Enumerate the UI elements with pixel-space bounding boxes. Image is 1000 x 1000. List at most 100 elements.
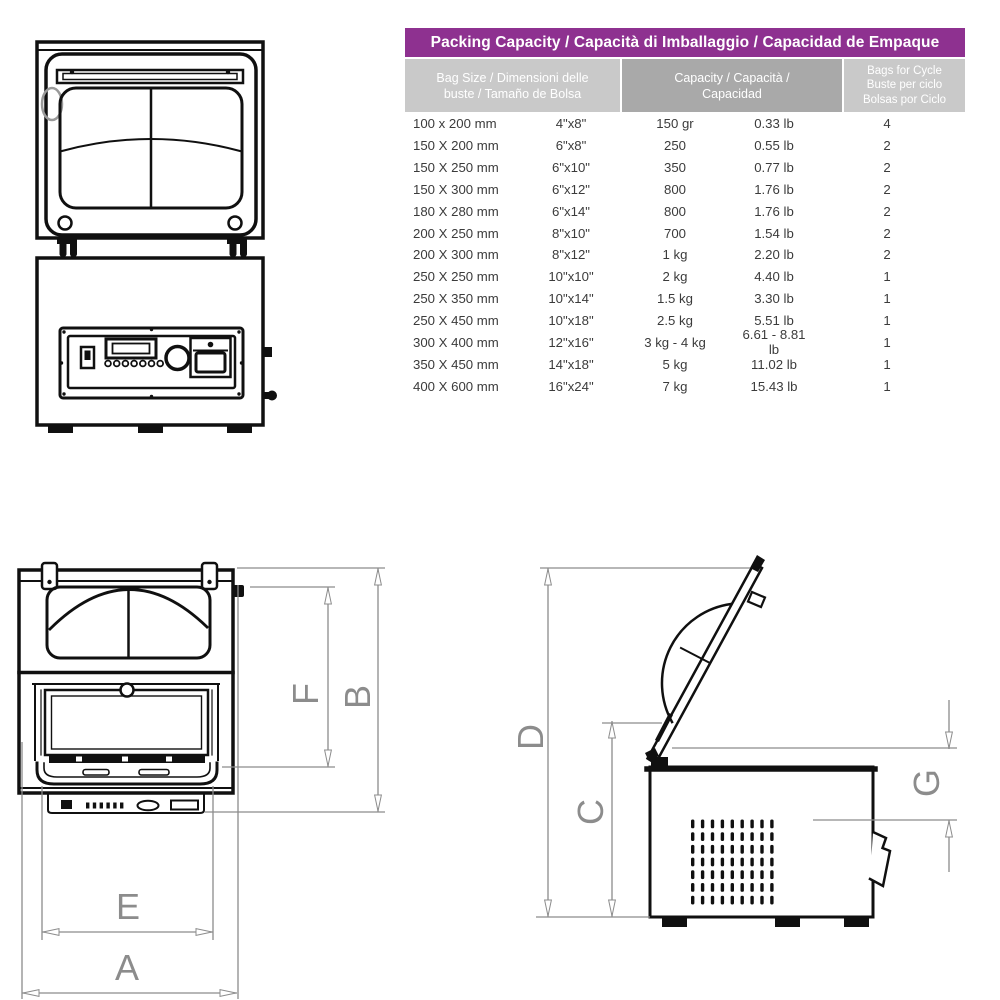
seal-bar-screw [69,69,75,75]
bag-size-inches: 10"x18" [548,313,594,329]
dimension-label-E: E [115,886,140,927]
bag-size-inches: 6"x10" [552,160,590,176]
bag-size-inches: 6"x12" [552,181,590,197]
capacity-metric: 700 [663,225,686,241]
bags-per-cycle: 2 [883,181,891,197]
capacity-metric: 1 kg [662,247,688,263]
table-row: 200 X 300 mm 8"x12" 1 kg 2.20 lb 2 [405,244,965,266]
machine-top-view-drawing [17,561,244,814]
capacity-metric: 1.5 kg [657,291,693,307]
side-latch [868,830,892,888]
bag-size-inches: 10"x14" [548,291,594,307]
packing-capacity-table: Packing Capacity / Capacità di Imballagg… [405,28,965,397]
bag-size-inches: 10"x10" [548,269,594,285]
side-feet [662,917,869,927]
capacity-lb: 0.55 lb [754,138,794,154]
capacity-lb: 4.40 lb [754,269,794,285]
bag-size-inches: 4"x8" [555,116,587,132]
bag-size-mm: 150 X 250 mm [413,160,499,176]
power-switch [79,345,96,370]
machine-feet [48,347,277,433]
bags-per-cycle: 1 [883,269,891,285]
capacity-lb: 5.51 lb [754,313,794,329]
bag-size-inches: 8"x10" [552,225,590,241]
bag-size-mm: 150 X 300 mm [413,181,499,197]
bags-per-cycle: 4 [883,116,891,132]
capacity-metric: 3 kg - 4 kg [644,334,706,350]
bag-size-mm: 250 X 450 mm [413,313,499,329]
vacuum-port [40,86,64,122]
capacity-lb: 0.77 lb [754,160,794,176]
bag-size-inches: 14"x18" [548,356,594,372]
hinge-brackets [57,238,247,257]
table-row: 150 X 300 mm 6"x12" 800 1.76 lb 2 [405,179,965,201]
bag-size-mm: 250 X 250 mm [413,269,499,285]
capacity-metric: 2.5 kg [657,313,693,329]
capacity-metric: 5 kg [662,356,688,372]
table-row: 150 X 200 mm 6"x8" 250 0.55 lb 2 [405,135,965,157]
dimension-label-D: D [510,724,551,750]
bag-size-mm: 350 X 450 mm [413,356,499,372]
table-row: 300 X 400 mm 12"x16" 3 kg - 4 kg 6.61 - … [405,327,965,357]
bag-size-mm: 150 X 200 mm [413,138,499,154]
capacity-metric: 800 [663,181,686,197]
table-row: 250 X 450 mm 10"x18" 2.5 kg 5.51 lb 1 [405,310,965,332]
table-row: 150 X 250 mm 6"x10" 350 0.77 lb 2 [405,157,965,179]
capacity-lb: 11.02 lb [751,356,797,372]
bags-per-cycle: 1 [883,334,891,350]
dimension-label-A: A [114,947,139,988]
bag-size-inches: 6"x8" [555,138,587,154]
control-panel [58,326,245,400]
capacity-lb: 1.54 lb [754,225,794,241]
table-row: 250 X 250 mm 10"x10" 2 kg 4.40 lb 1 [405,266,965,288]
bag-size-mm: 180 X 280 mm [413,203,499,219]
bags-per-cycle: 2 [883,160,891,176]
open-lid [645,555,767,766]
bags-per-cycle: 2 [883,247,891,263]
capacity-lb: 0.33 lb [754,116,794,132]
bags-per-cycle: 1 [883,313,891,329]
table-row: 100 x 200 mm 4"x8" 150 gr 0.33 lb 4 [405,113,965,135]
capacity-metric: 350 [663,160,686,176]
table-row: 200 X 250 mm 8"x10" 700 1.54 lb 2 [405,222,965,244]
gauge-section [189,336,232,379]
dimension-label-B: B [337,685,378,710]
dimension-label-C: C [570,799,611,825]
machine-side-view-drawing [644,555,892,927]
dimension-label-F: F [285,683,326,705]
capacity-lb: 2.20 lb [754,247,794,263]
capacity-metric: 7 kg [662,378,688,394]
capacity-metric: 800 [663,203,686,219]
display [104,337,158,360]
capacity-lb: 1.76 lb [754,203,794,219]
capacity-lb: 15.43 lb [750,378,798,394]
bags-per-cycle: 1 [883,291,891,307]
capacity-lb: 1.76 lb [754,181,794,197]
capacity-lb: 3.30 lb [754,291,794,307]
bag-size-mm: 250 X 350 mm [413,291,499,307]
table-title: Packing Capacity / Capacità di Imballagg… [405,28,965,57]
bag-size-mm: 100 x 200 mm [413,116,497,132]
bag-size-inches: 12"x16" [548,334,594,350]
capacity-rows: 100 x 200 mm 4"x8" 150 gr 0.33 lb 4 150 … [405,113,965,397]
table-row: 350 X 450 mm 14"x18" 5 kg 11.02 lb 1 [405,353,965,375]
vent-grid [691,819,774,905]
capacity-metric: 2 kg [662,269,688,285]
dimension-label-G: G [906,769,947,798]
bag-size-mm: 200 X 300 mm [413,247,499,263]
panel-buttons [104,359,165,368]
dimension-lines [21,567,957,999]
bags-per-cycle: 2 [883,138,891,154]
knob [164,344,191,372]
col-header-capacity: Capacity / Capacità /Capacidad [622,59,842,112]
chamber-port [119,682,135,698]
table-row: 180 X 280 mm 6"x14" 800 1.76 lb 2 [405,200,965,222]
bags-per-cycle: 2 [883,225,891,241]
bag-size-inches: 6"x14" [552,203,590,219]
table-row: 400 X 600 mm 16"x24" 7 kg 15.43 lb 1 [405,375,965,397]
